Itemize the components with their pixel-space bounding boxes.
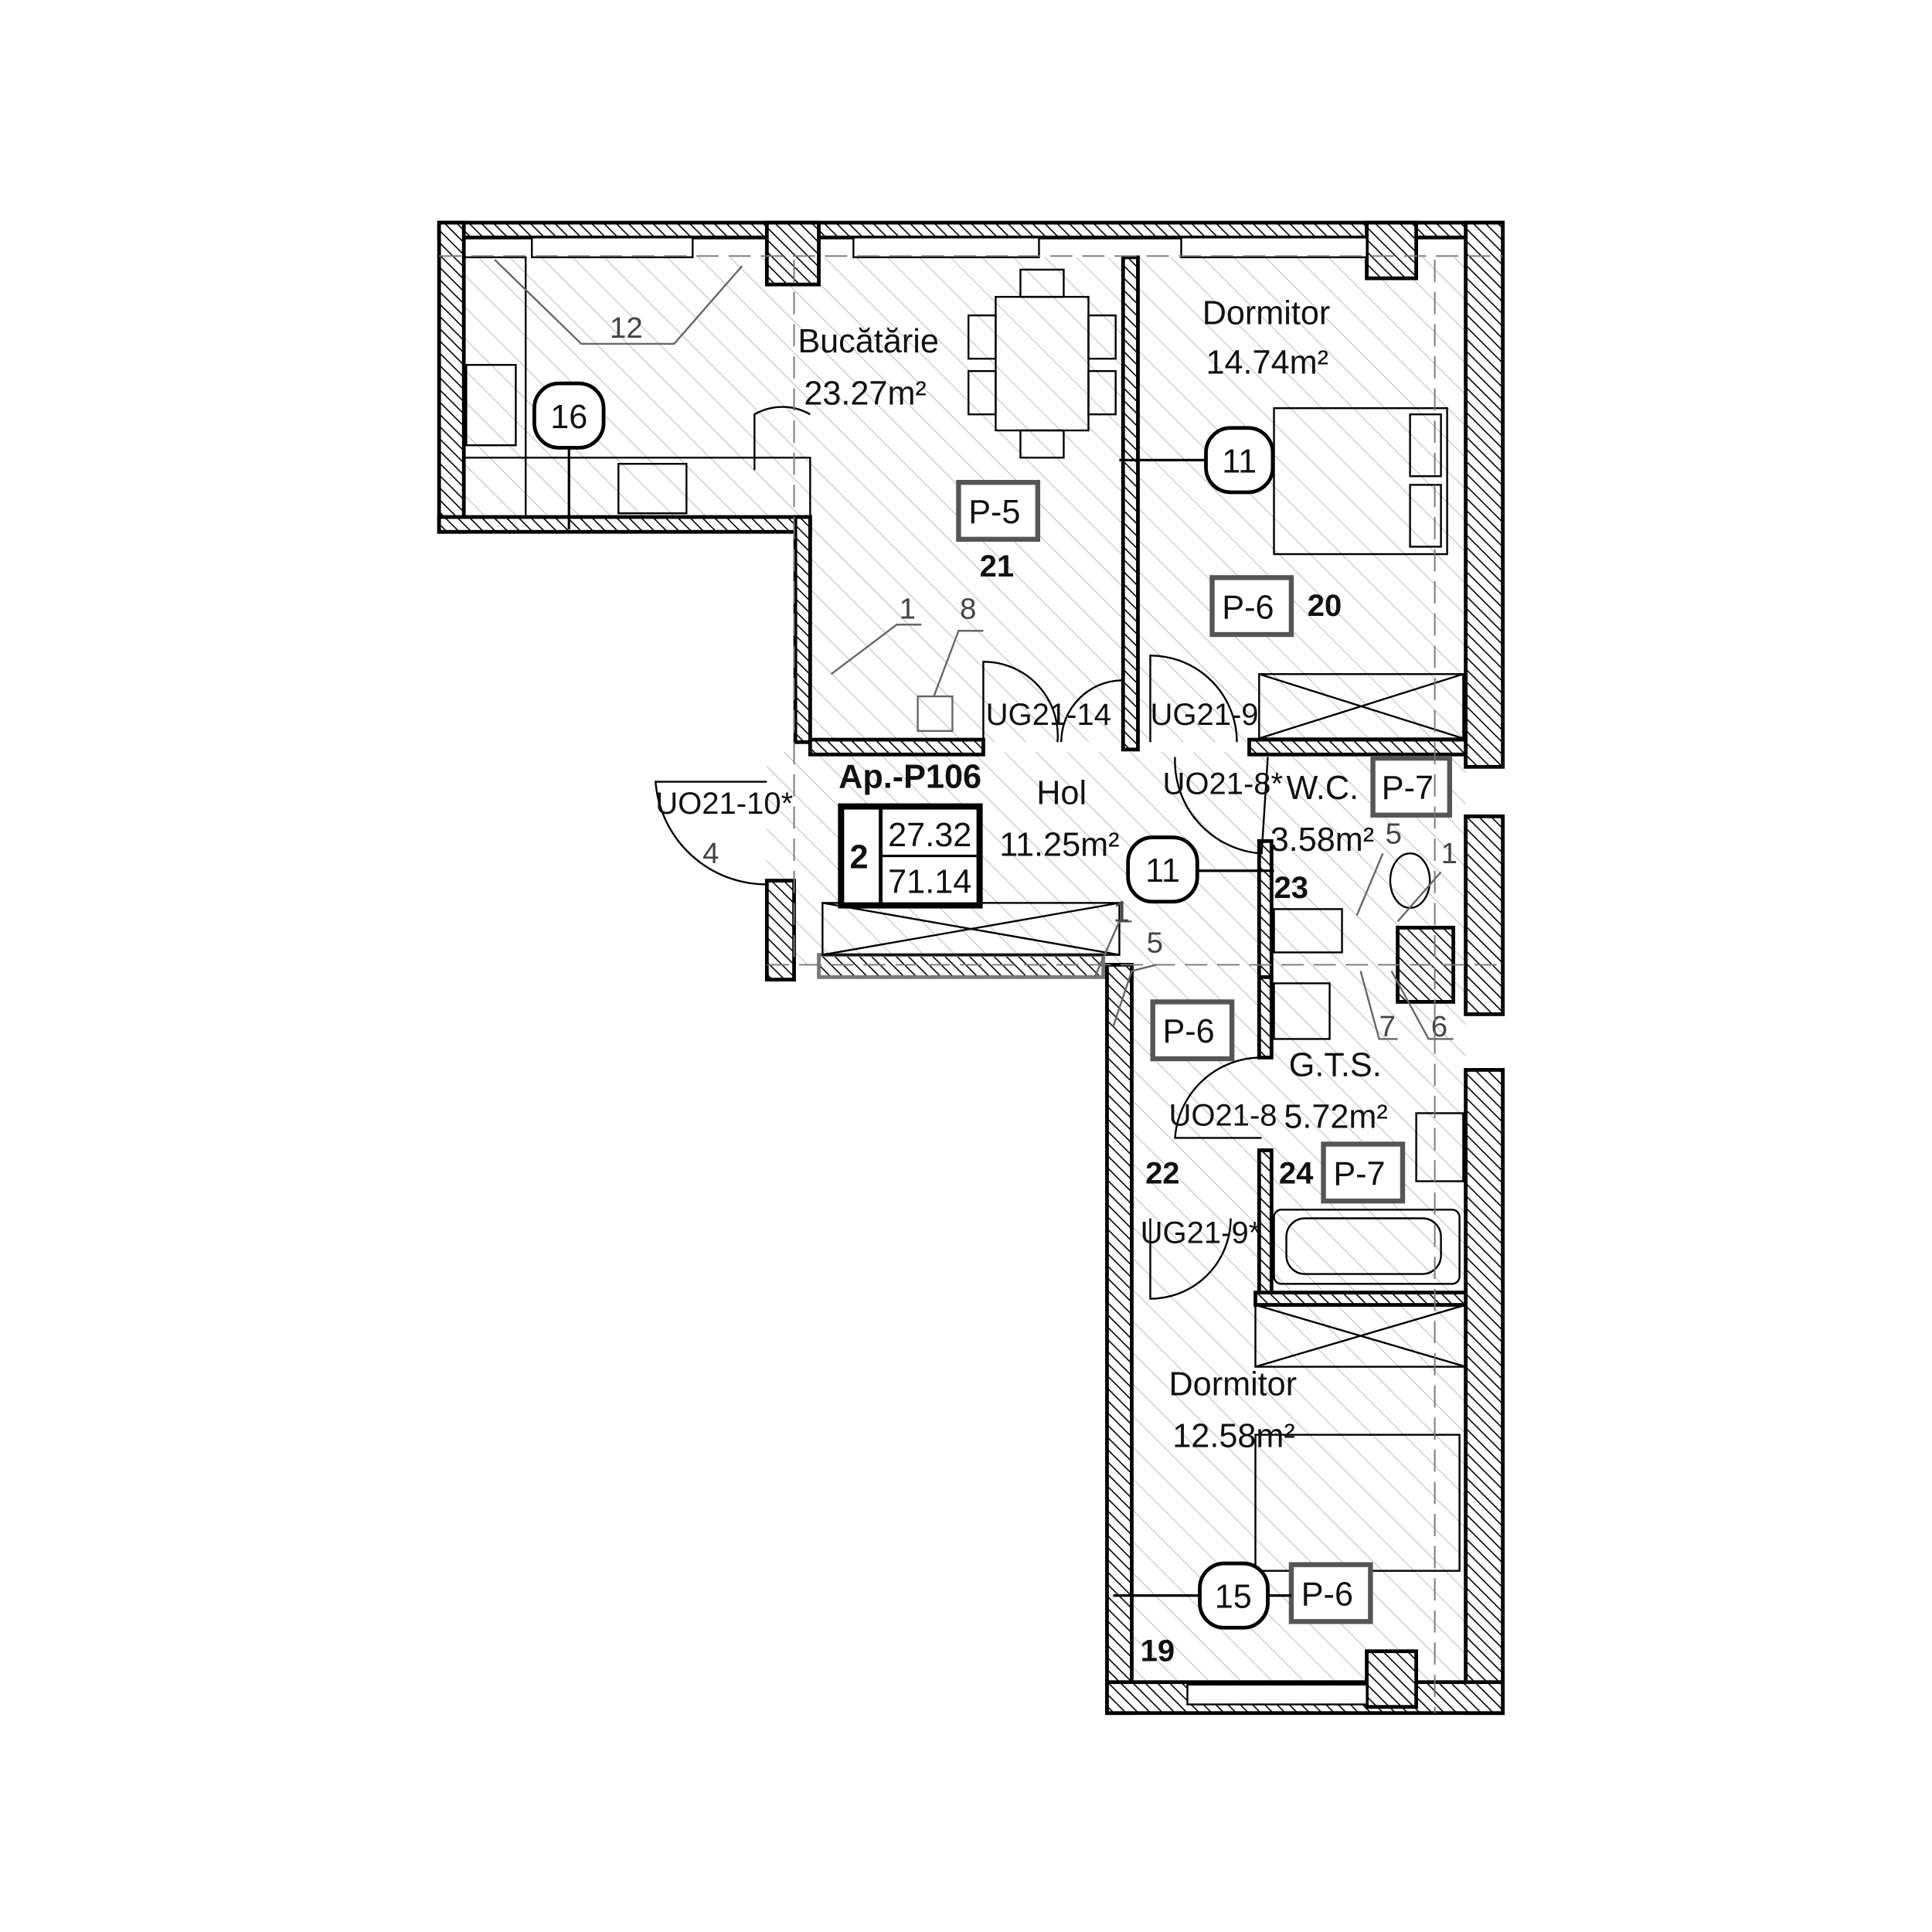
wc-name: W.C. <box>1287 770 1359 807</box>
tag-wc: P-7 <box>1382 770 1434 807</box>
door-swings <box>654 655 1269 1300</box>
door-bedroom2: UG21-9* <box>1141 1216 1261 1250</box>
room-number-bedroom2: 19 <box>1141 1634 1175 1668</box>
counter <box>462 256 527 459</box>
washing-machine <box>1273 982 1331 1040</box>
kitchen-area: 23.27m² <box>804 375 927 412</box>
hall-name: Hol <box>1036 774 1087 811</box>
circle-bedroom2: 15 <box>1215 1579 1252 1616</box>
door-bath: UO21-8 <box>1168 1098 1277 1132</box>
door-bedroom1: UG21-9 <box>1150 698 1258 732</box>
bath-sink <box>1415 1112 1464 1182</box>
tag-hall-p6: P-6 <box>1162 1013 1214 1050</box>
finish-tags: P-5 P-6 P-7 P-6 P-7 P-6 <box>956 479 1453 1624</box>
callout-8: 8 <box>960 592 976 625</box>
door-kitchen: UG21-14 <box>986 698 1111 732</box>
callout-6: 6 <box>1431 1010 1447 1043</box>
room-number-bath: 24 <box>1279 1157 1314 1191</box>
bath-name: G.T.S. <box>1289 1046 1382 1083</box>
wc-sink <box>1273 908 1343 954</box>
hall-area: 11.25m² <box>999 827 1119 864</box>
furniture <box>462 256 1467 1572</box>
walls <box>437 220 1505 1716</box>
living-area: 27.32 <box>888 817 971 854</box>
circle-bedroom1: 11 <box>1222 443 1257 480</box>
wc-area: 3.58m² <box>1270 821 1374 859</box>
bed <box>1273 406 1448 556</box>
callout-5b: 5 <box>1386 818 1402 851</box>
callout-1c: 1 <box>1441 837 1458 870</box>
circle-kitchen: 16 <box>550 399 587 436</box>
tag-bedroom1: P-6 <box>1222 589 1274 626</box>
apartment-area-box: 2 27.32 71.14 <box>838 803 983 909</box>
circle-tags: 16 11 11 15 <box>532 381 1291 1630</box>
rooms-count: 2 <box>850 839 869 876</box>
stove <box>465 363 517 447</box>
bedroom1-area: 14.74m² <box>1206 344 1328 381</box>
bathtub <box>1273 1209 1461 1285</box>
kitchen-name: Bucătărie <box>798 323 939 360</box>
tag-bedroom2: P-6 <box>1301 1576 1353 1613</box>
room-number-bedroom1: 20 <box>1308 589 1342 623</box>
bath-area: 5.72m² <box>1284 1099 1387 1136</box>
circle-hall: 11 <box>1145 852 1180 889</box>
callout-4: 4 <box>702 837 719 870</box>
room-number-wc: 23 <box>1274 871 1308 905</box>
bedroom2-area: 12.58m² <box>1172 1418 1295 1455</box>
callout-1a: 1 <box>900 592 916 625</box>
tag-kitchen: P-5 <box>968 494 1020 531</box>
door-wc: UO21-8* <box>1162 767 1283 801</box>
wardrobe2 <box>1254 1304 1467 1368</box>
bedroom2-name: Dormitor <box>1168 1366 1297 1403</box>
callout-1b: 1 <box>1113 895 1129 928</box>
bedroom1-name: Dormitor <box>1202 294 1331 332</box>
callout-12: 12 <box>610 311 643 345</box>
wardrobe <box>1258 673 1464 740</box>
room-number-corridor: 22 <box>1145 1157 1180 1191</box>
door-entry: UO21-10* <box>655 787 793 821</box>
tag-bath: P-7 <box>1333 1155 1385 1192</box>
callout-7: 7 <box>1379 1010 1396 1043</box>
total-area: 71.14 <box>888 864 971 901</box>
callout-5a: 5 <box>1147 926 1163 959</box>
room-number-kitchen: 21 <box>980 549 1015 583</box>
callouts: 12 1 8 4 1 5 5 1 7 6 <box>494 259 1458 1043</box>
grid-lines <box>439 255 1503 1713</box>
apartment-name: Ap.-P106 <box>838 759 981 796</box>
sink <box>617 462 688 515</box>
